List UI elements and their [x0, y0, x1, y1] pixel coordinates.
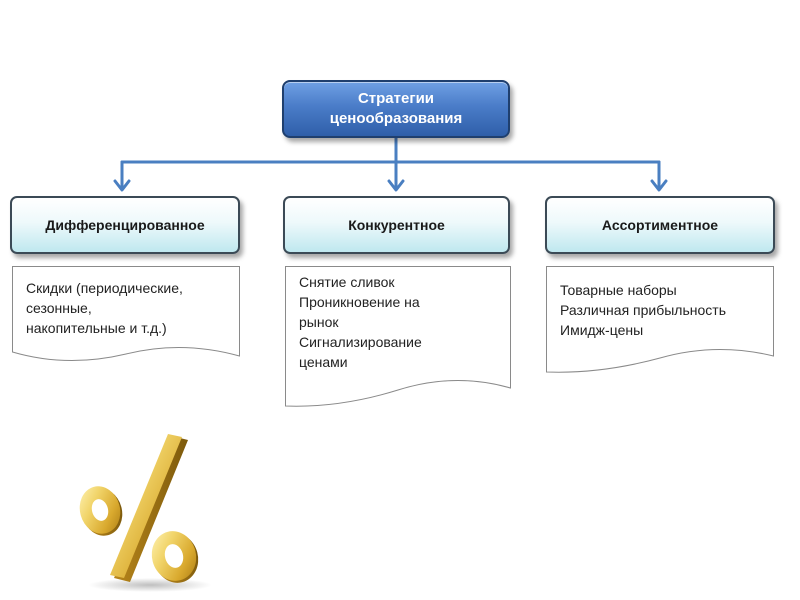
- detail-item: Имидж-цены: [560, 322, 644, 338]
- arrow-center-icon: [387, 179, 405, 192]
- detail-card-assortment: Товарные наборы Различная прибыльность И…: [546, 266, 774, 376]
- category-competitive: Конкурентное: [283, 196, 510, 254]
- detail-card-competitive: Снятие сливок Проникновение на рынок Сиг…: [285, 266, 511, 411]
- detail-item: Различная прибыльность: [560, 302, 726, 318]
- arrow-right-icon: [650, 179, 668, 192]
- document-shape: [546, 266, 774, 373]
- document-shape: [285, 266, 511, 407]
- root-node: Стратегии ценообразования: [282, 80, 510, 138]
- category-label: Ассортиментное: [601, 217, 719, 233]
- document-shape: [12, 266, 240, 362]
- category-differentiated: Дифференцированное: [10, 196, 240, 254]
- arrow-left-icon: [113, 179, 131, 192]
- category-assortment: Ассортиментное: [545, 196, 775, 254]
- detail-item: Сигнализирование ценами: [299, 334, 422, 370]
- gold-percent-icon: [79, 434, 212, 592]
- detail-item: Проникновение на рынок: [299, 294, 420, 330]
- detail-item: Скидки (периодические, сезонные, накопит…: [26, 280, 183, 336]
- category-label: Конкурентное: [348, 217, 445, 233]
- detail-item: Снятие сливок: [299, 274, 395, 290]
- category-label: Дифференцированное: [45, 217, 205, 233]
- detail-item: Товарные наборы: [560, 282, 677, 298]
- detail-card-differentiated: Скидки (периодические, сезонные, накопит…: [12, 266, 240, 364]
